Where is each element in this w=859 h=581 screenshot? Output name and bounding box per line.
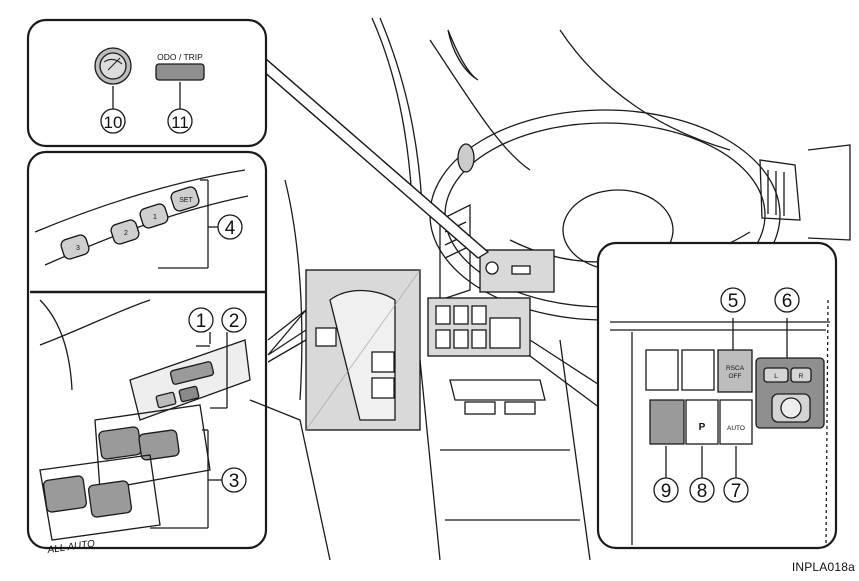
rsca-label: RSCA <box>726 365 745 372</box>
figure-code: INPLA018a <box>791 560 855 574</box>
rsca-off-label: OFF <box>729 373 742 380</box>
inset-instrument <box>26 18 268 148</box>
all-auto-label: ALL AUTO <box>46 538 96 556</box>
callout-2: 2 <box>229 311 240 332</box>
callout-8: 8 <box>697 481 708 502</box>
callout-9: 9 <box>661 481 672 502</box>
mirror-l-label: L <box>774 373 778 380</box>
callout-4: 4 <box>225 218 236 239</box>
inset-lower-dash <box>596 241 838 550</box>
callout-7: 7 <box>731 481 742 502</box>
memory-key-3: 3 <box>76 245 80 252</box>
callout-5: 5 <box>728 291 739 312</box>
callout-3: 3 <box>229 471 240 492</box>
callout-1: 1 <box>196 311 207 332</box>
memory-key-set: SET <box>179 197 193 204</box>
memory-key-2: 2 <box>124 230 128 237</box>
auto-headlight-label: AUTO <box>727 425 745 432</box>
callout-6: 6 <box>782 291 793 312</box>
memory-key-1: 1 <box>153 214 157 221</box>
mirror-r-label: R <box>799 373 804 380</box>
callout-11: 11 <box>171 113 189 132</box>
odo-trip-label: ODO / TRIP <box>157 52 203 62</box>
inset-memory-switch <box>26 150 268 550</box>
callout-10: 10 <box>104 113 123 132</box>
parking-label: P <box>699 422 706 433</box>
inset-window-switch <box>39 307 251 541</box>
